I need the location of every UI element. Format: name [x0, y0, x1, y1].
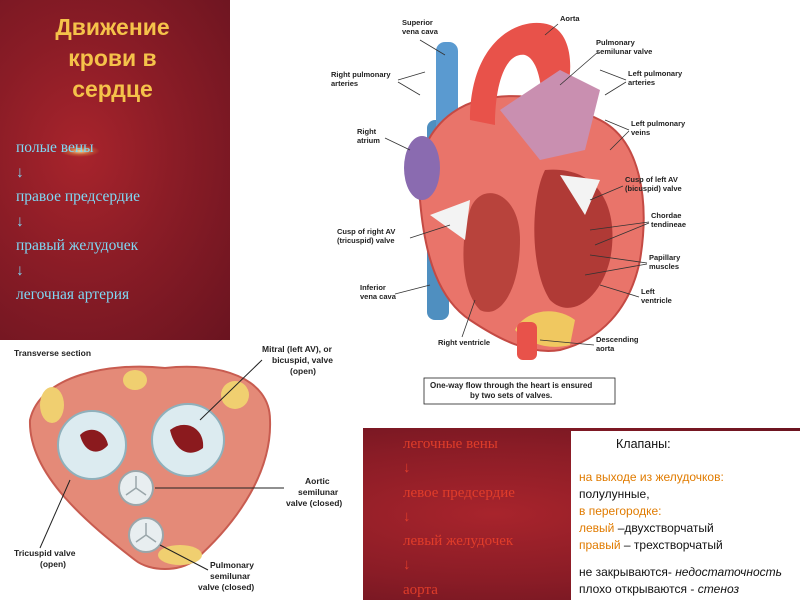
caption-text: One-way flow through the heart is ensure…	[430, 381, 592, 400]
flow-item: правый желудочек	[16, 237, 139, 254]
flow-item: аорта	[403, 581, 438, 598]
bicuspid-valve-shape	[560, 175, 600, 215]
flow-item: левый желудочек	[403, 533, 514, 550]
section-leader-lines	[39, 359, 284, 571]
pulmonary-trunk-shape	[500, 70, 600, 160]
flow-item: левое предсердие	[403, 484, 515, 501]
tricuspid-label: Tricuspid valve(open)	[14, 548, 76, 569]
valves-line: полулунные,	[579, 487, 650, 501]
svg-text:Cusp of left AV(bicuspid) valv: Cusp of left AV(bicuspid) valve	[625, 175, 682, 193]
slide-title: Движение крови в сердце	[55, 14, 170, 102]
valves-info-box: Клапаны: на выходе из желудочков: полулу…	[571, 431, 800, 600]
flow-arrow: ↓	[403, 557, 411, 574]
valves-line: правый – трехстворчатый	[579, 538, 723, 552]
valves-line: не закрываются- недостаточность	[579, 565, 782, 579]
flow-item: легочная артерия	[16, 286, 130, 303]
right-ventricle-shape	[463, 193, 520, 312]
flow-arrow: ↓	[403, 460, 411, 477]
tricuspid-valve-shape	[430, 200, 470, 240]
descending-aorta-shape	[517, 322, 537, 360]
flow-item: правое предсердие	[16, 188, 140, 205]
svg-text:Aorta: Aorta	[560, 14, 580, 23]
flow-arrow: ↓	[403, 508, 411, 525]
sparkle-decoration	[60, 145, 100, 157]
valves-line: на выходе из желудочков:	[579, 470, 724, 484]
title-panel: Движение крови в сердце полые вены ↓ пра…	[0, 0, 230, 340]
fat-patch	[40, 387, 64, 423]
flow-item: легочные вены	[403, 436, 498, 452]
tricuspid-leaflet	[80, 429, 108, 452]
transverse-section-title: Transverse section	[14, 348, 91, 358]
flow-arrow: ↓	[16, 261, 24, 279]
right-atrium-shape	[404, 136, 440, 200]
valves-line: плохо открываются - стеноз	[579, 582, 740, 596]
svg-text:Right ventricle: Right ventricle	[438, 338, 490, 347]
svg-text:Cusp of right AV(tricuspid) va: Cusp of right AV(tricuspid) valve	[337, 227, 395, 245]
valves-line: левый –двухстворчатый	[579, 521, 714, 535]
valves-line: в перегородке:	[579, 504, 662, 518]
flow-item: полые вены	[16, 139, 94, 156]
fat-patch	[221, 381, 249, 409]
caption-box	[423, 377, 616, 405]
flow-arrow: ↓	[16, 163, 24, 181]
mitral-leaflet	[170, 424, 204, 453]
leader-lines	[384, 23, 650, 346]
flow-arrow: ↓	[16, 212, 24, 230]
left-heart-flow-list: легочные вены ↓ левое предсердие ↓ левый…	[403, 432, 515, 602]
fat-patch	[123, 370, 147, 390]
right-heart-flow-list: полые вены ↓ правое предсердие ↓ правый …	[16, 136, 140, 308]
valves-title: Клапаны:	[616, 437, 671, 451]
